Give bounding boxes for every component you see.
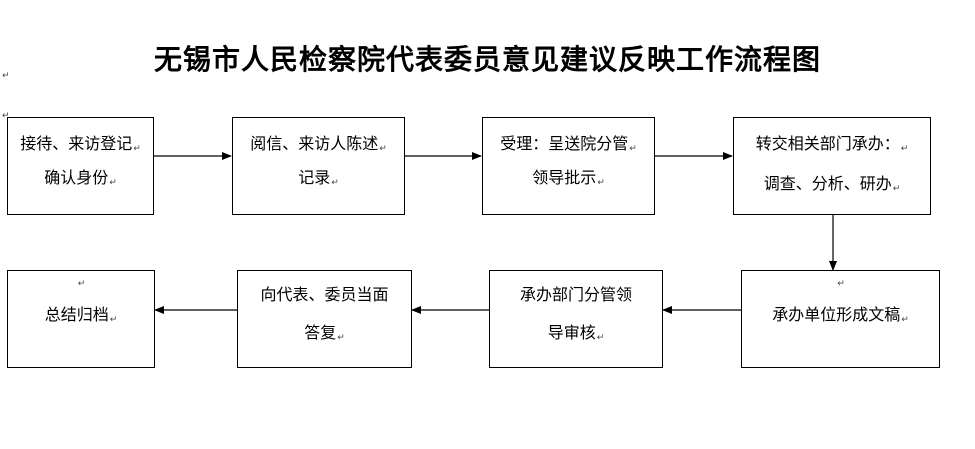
step-line1: 承办单位形成文稿: [772, 305, 901, 324]
step-line1: 承办部门分管领: [519, 285, 632, 304]
step-line2: 确认身份: [44, 168, 109, 187]
step-line2: 答复: [304, 323, 337, 342]
step-read-letter-record: 阅信、来访人陈述↵ 记录↵: [232, 117, 405, 215]
step-line1: 总结归档: [44, 305, 109, 324]
diagram-title: 无锡市人民检察院代表委员意见建议反映工作流程图: [153, 43, 821, 76]
paragraph-mark: ↵: [629, 144, 637, 154]
step-draft-document: ↵ 承办单位形成文稿↵: [741, 270, 940, 368]
step-leader-review: 承办部门分管领 导审核↵: [489, 270, 663, 368]
step-line1: 向代表、委员当面: [260, 285, 389, 304]
step-line2: 领导批示: [532, 168, 597, 187]
step-line2: 记录: [298, 168, 331, 187]
step-line1: 转交相关部门承办：: [755, 134, 900, 153]
paragraph-mark: ↵: [596, 333, 605, 343]
paragraph-mark: ↵: [597, 178, 605, 188]
step-line2: 调查、分析、研办: [763, 174, 892, 193]
paragraph-mark: ↵: [2, 71, 10, 81]
paragraph-mark: ↵: [837, 279, 845, 289]
step-reply-in-person: 向代表、委员当面 答复↵: [237, 270, 412, 368]
step-line1: 受理：呈送院分管: [500, 134, 629, 153]
paragraph-mark: ↵: [337, 333, 345, 343]
paragraph-mark: ↵: [109, 178, 117, 188]
paragraph-mark: ↵: [900, 144, 909, 154]
step-accept-submit-leader: 受理：呈送院分管↵ 领导批示↵: [482, 117, 655, 215]
paragraph-mark: ↵: [892, 184, 901, 194]
paragraph-mark: ↵: [331, 178, 339, 188]
step-line2: 导审核: [547, 323, 596, 342]
step-line1: 接待、来访登记: [20, 134, 133, 153]
paragraph-mark: ↵: [133, 144, 141, 154]
paragraph-mark: ↵: [2, 111, 10, 121]
step-line1: 阅信、来访人陈述: [250, 134, 379, 153]
paragraph-mark: ↵: [379, 144, 387, 154]
paragraph-mark: ↵: [77, 279, 86, 289]
step-transfer-department: 转交相关部门承办：↵ 调查、分析、研办↵: [733, 117, 931, 215]
step-summarize-archive: ↵ 总结归档↵: [7, 270, 155, 368]
paragraph-mark: ↵: [901, 315, 909, 325]
paragraph-mark: ↵: [109, 315, 118, 325]
step-reception-registration: 接待、来访登记↵ 确认身份↵: [7, 117, 154, 215]
